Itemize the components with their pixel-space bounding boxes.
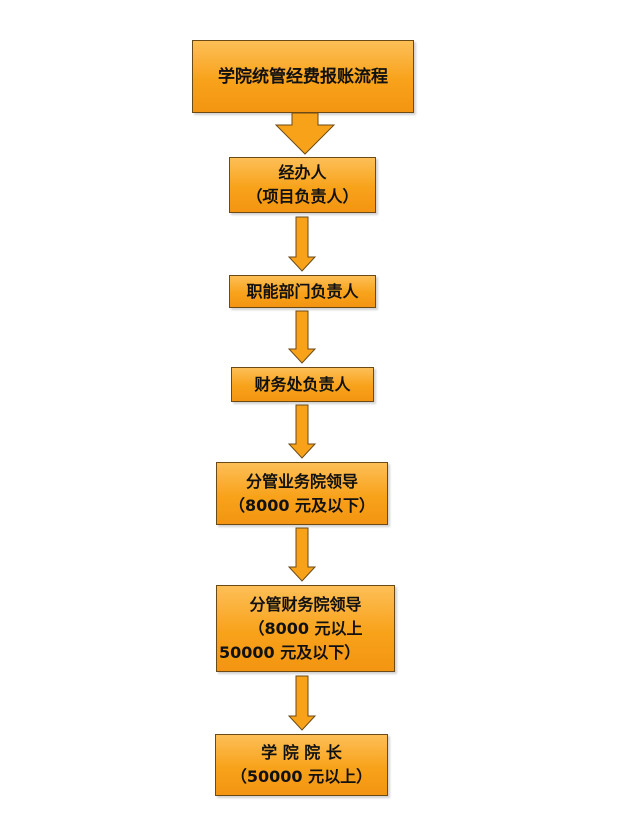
step-handler-note: （项目负责人） (246, 187, 359, 206)
step-dean-note: （50000 元以上） (230, 767, 373, 786)
step-business-vp-box: 分管业务院领导 （8000 元及以下） (216, 462, 388, 525)
step-department-head-box: 职能部门负责人 (229, 275, 376, 308)
step-business-vp-note: （8000 元及以下） (228, 495, 376, 515)
down-arrow (287, 404, 317, 459)
down-arrow (287, 310, 317, 364)
flowchart-title-box: 学院统管经费报账流程 (192, 40, 414, 113)
step-business-vp-label: 分管业务院领导 (245, 471, 358, 491)
step-finance-vp-note-2: 50000 元及以下） (219, 642, 361, 662)
step-handler-label: 经办人 (278, 163, 327, 182)
step-finance-vp-label: 分管财务院领导 (249, 594, 362, 614)
down-arrow (287, 216, 317, 272)
step-department-head-label: 职能部门负责人 (246, 281, 359, 301)
step-finance-vp-note-1: （8000 元以上 (248, 618, 363, 638)
step-handler-box: 经办人 （项目负责人） (229, 157, 376, 213)
step-finance-head-label: 财务处负责人 (254, 374, 351, 394)
step-dean-label: 学 院 院 长 (261, 743, 342, 762)
down-arrow (287, 675, 317, 731)
step-finance-vp-box: 分管财务院领导 （8000 元以上 50000 元及以下） (216, 585, 395, 672)
step-finance-head-box: 财务处负责人 (231, 367, 374, 402)
down-arrow (287, 527, 317, 582)
flowchart-title: 学院统管经费报账流程 (218, 66, 388, 87)
step-dean-box: 学 院 院 长 （50000 元以上） (215, 734, 388, 796)
down-arrow-large (274, 112, 336, 155)
